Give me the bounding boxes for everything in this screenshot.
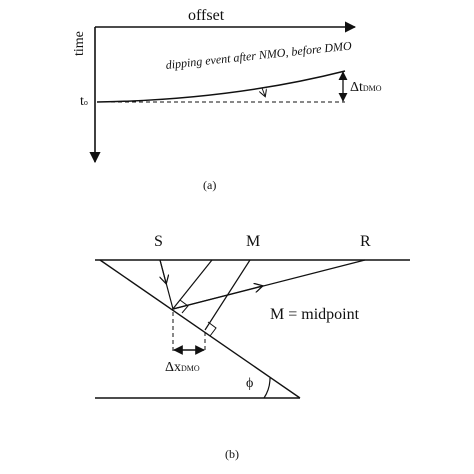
receiver-label: R — [360, 233, 371, 250]
delta-x-label-main: Δx — [165, 360, 182, 375]
incident-ray-arrowhead — [160, 259, 166, 283]
offset-axis-label: offset — [188, 7, 225, 24]
normal-ray-from-source — [171, 259, 213, 311]
dipping-reflector — [99, 259, 301, 399]
t0-label-sub: o — [83, 98, 88, 107]
dip-angle-label: ϕ — [246, 376, 254, 391]
midpoint-label: M — [246, 233, 261, 250]
reflected-ray-arrowhead — [172, 286, 262, 310]
caption-b: (b) — [225, 447, 239, 461]
midpoint-legend: M = midpoint — [270, 306, 360, 323]
delta-x-label-sub: DMO — [181, 364, 200, 373]
t0-label-main: t — [80, 94, 84, 109]
dipping-event-curve — [96, 70, 346, 103]
event-pointer-arrow — [262, 87, 265, 96]
source-label: S — [154, 233, 163, 250]
delta-x-label: ΔxDMO — [165, 360, 200, 376]
right-angle-mark-1 — [179, 299, 189, 314]
delta-t-label-sub: DMO — [362, 84, 382, 93]
delta-t-label: ΔtDMO — [350, 80, 382, 96]
dip-angle-arc — [263, 377, 271, 399]
caption-a: (a) — [203, 178, 217, 192]
right-angle-mark-2 — [207, 321, 217, 337]
delta-t-label-main: Δt — [350, 80, 363, 95]
time-axis-label: time — [72, 31, 87, 56]
t0-label: to — [80, 94, 88, 110]
